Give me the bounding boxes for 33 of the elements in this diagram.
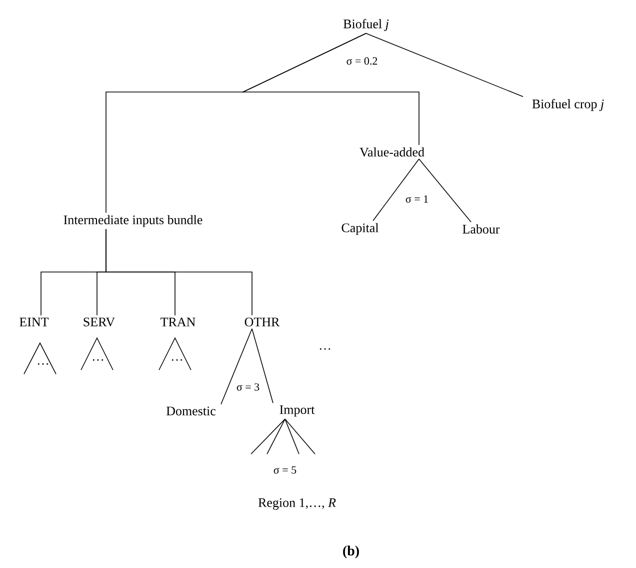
node-label: Biofuel j [343, 19, 389, 31]
tree-line [250, 418, 286, 454]
node-label: OTHR [244, 318, 280, 326]
text-label: Region 1,…, R [258, 498, 336, 510]
node-label: TRAN [160, 318, 196, 326]
node-label: Labour [462, 224, 500, 234]
tree-line [252, 328, 274, 404]
tree-line [284, 418, 316, 454]
tree-line [372, 158, 420, 222]
node-label: Intermediate inputs bundle [64, 215, 202, 227]
node-label: Capital [342, 223, 379, 235]
node-label: Biofuel crop j [532, 99, 604, 111]
node-label: SERV [84, 318, 115, 326]
node-label: Domestic [166, 406, 216, 416]
sigma-label: σ = 3 [236, 383, 260, 391]
ellipsis: … [172, 359, 182, 361]
tree-line [418, 158, 472, 222]
tree-line [266, 418, 286, 454]
tree-line [106, 228, 252, 316]
sigma-label: σ = 1 [406, 195, 428, 203]
ellipsis: … [38, 363, 48, 365]
tree-line [284, 418, 300, 454]
tree-line [220, 328, 252, 405]
node-label: Import [280, 405, 315, 417]
tree-line [241, 32, 420, 146]
tree-line [366, 32, 524, 98]
ellipsis: … [92, 359, 104, 361]
sigma-label: σ = 0.2 [346, 57, 378, 65]
node-label: EINT [20, 318, 49, 326]
ellipsis: … [320, 348, 330, 350]
node-label: Value-added [360, 147, 424, 157]
caption: (b) [343, 546, 359, 558]
sigma-label: σ = 5 [274, 466, 296, 474]
